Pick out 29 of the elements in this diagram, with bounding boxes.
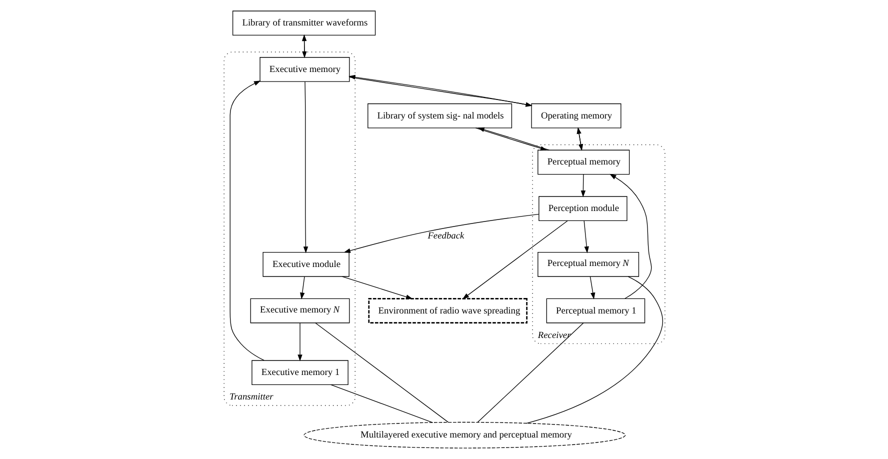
arrow [341,276,412,300]
node-ellipse: Multilayered executive memory and perceptual memory [303,422,626,448]
node-box: Library of transmitter waveforms [232,10,376,36]
arrow [609,174,652,299]
arrow [583,220,588,254]
arrow [589,276,595,300]
connector [314,322,448,423]
node-box: Executive module [262,252,349,277]
node-box: Executive memory N [250,298,350,324]
arrow [343,214,539,253]
connector [330,384,432,423]
arrow [462,220,568,300]
arrow [300,276,304,300]
node-box: Executive memory [259,57,350,82]
arrow [297,322,302,362]
node-box: Perception module [538,196,627,222]
connector [476,322,584,423]
node-box: Executive memory 1 [251,360,348,386]
arrow [229,80,264,361]
connector [526,276,663,424]
node-box: Library of system sig- nal models [367,103,512,128]
node-box: Perceptual memory [537,150,630,175]
edge-label: Feedback [427,231,464,242]
arrow [580,174,586,198]
node-box: Perceptual memory N [537,252,639,277]
arrow [302,81,308,254]
node-box: Operating memory [530,103,621,128]
node-box: Perceptual memory 1 [546,298,645,324]
node-box: Environment of radio wave spreading [368,298,527,324]
